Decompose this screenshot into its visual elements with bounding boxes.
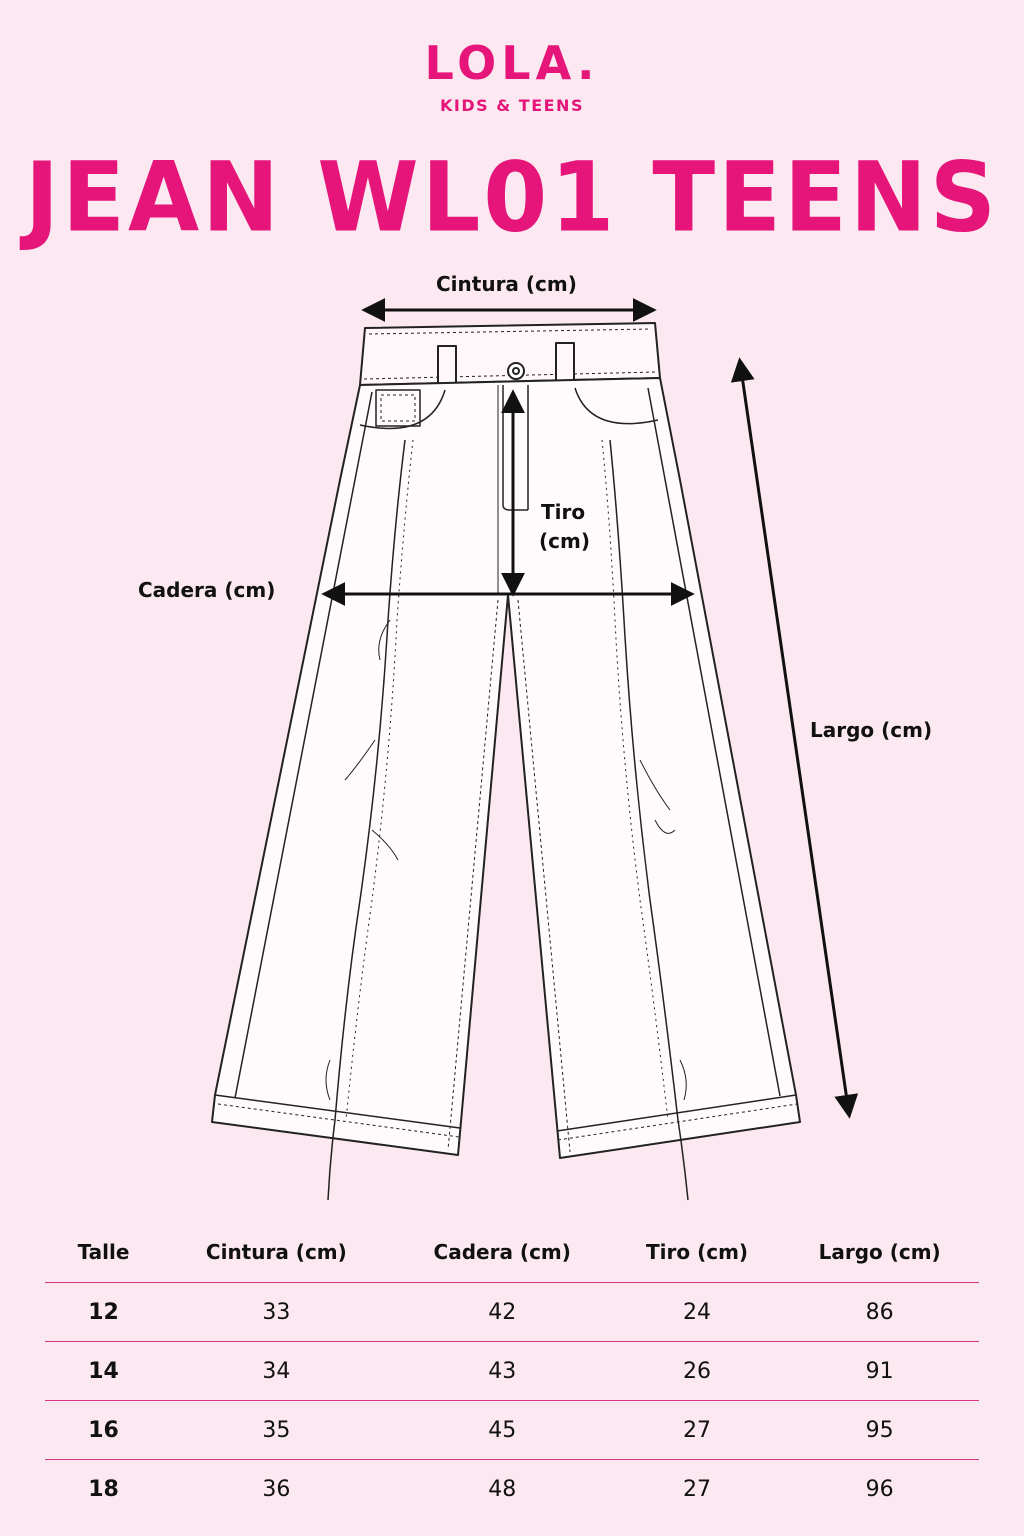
size-cell: 16: [45, 1400, 162, 1460]
header-rise: Tiro (cm): [613, 1222, 781, 1283]
rise-cell: 27: [683, 1476, 712, 1502]
rise-cell: 24: [613, 1282, 781, 1342]
size-table: Talle Cintura (cm) Cadera (cm) Tiro (cm)…: [45, 1222, 979, 1518]
size-cell: 18: [88, 1476, 119, 1502]
header-size: Talle: [45, 1222, 162, 1283]
hip-label: Cadera (cm): [138, 578, 276, 602]
length-cell: 86: [780, 1282, 979, 1342]
length-label: Largo (cm): [810, 718, 933, 742]
header-length: Largo (cm): [780, 1222, 979, 1283]
rise-label-line1: Tiro: [541, 500, 586, 524]
rise-cell: 26: [613, 1341, 781, 1401]
jeans-diagram: Cintura (cm) Tiro (cm) Cadera (cm) Largo…: [0, 260, 1024, 1224]
table-row: 12 33 42 24 86: [45, 1282, 979, 1342]
hip-cell: 48: [488, 1476, 517, 1502]
waist-cell: 34: [162, 1341, 391, 1401]
table-row: 18 36 48 27 96: [45, 1460, 979, 1519]
header-waist: Cintura (cm): [162, 1222, 391, 1283]
table-row: 14 34 43 26 91: [45, 1341, 979, 1401]
rise-label-line2: (cm): [539, 529, 590, 553]
hip-cell: 42: [390, 1282, 614, 1342]
waist-cell: 33: [162, 1282, 391, 1342]
waist-cell: 36: [262, 1476, 291, 1502]
header-hip: Cadera (cm): [390, 1222, 614, 1283]
jeans-sketch: [211, 298, 859, 1201]
rise-cell: 27: [613, 1400, 781, 1460]
waist-label: Cintura (cm): [436, 272, 577, 296]
hip-cell: 43: [390, 1341, 614, 1401]
brand-name: LOLA.: [424, 36, 600, 90]
length-cell: 91: [780, 1341, 979, 1401]
waist-cell: 35: [162, 1400, 391, 1460]
hip-cell: 45: [390, 1400, 614, 1460]
size-cell: 12: [45, 1282, 162, 1342]
size-cell: 14: [45, 1341, 162, 1401]
length-cell: 96: [865, 1476, 894, 1502]
page-title: JEAN WL01 TEENS: [24, 141, 1000, 254]
table-row: 16 35 45 27 95: [45, 1400, 979, 1460]
length-cell: 95: [780, 1400, 979, 1460]
brand-logo: LOLA. KIDS & TEENS: [0, 40, 1024, 115]
table-header-row: Talle Cintura (cm) Cadera (cm) Tiro (cm)…: [45, 1222, 979, 1283]
brand-subtitle: KIDS & TEENS: [440, 96, 584, 115]
